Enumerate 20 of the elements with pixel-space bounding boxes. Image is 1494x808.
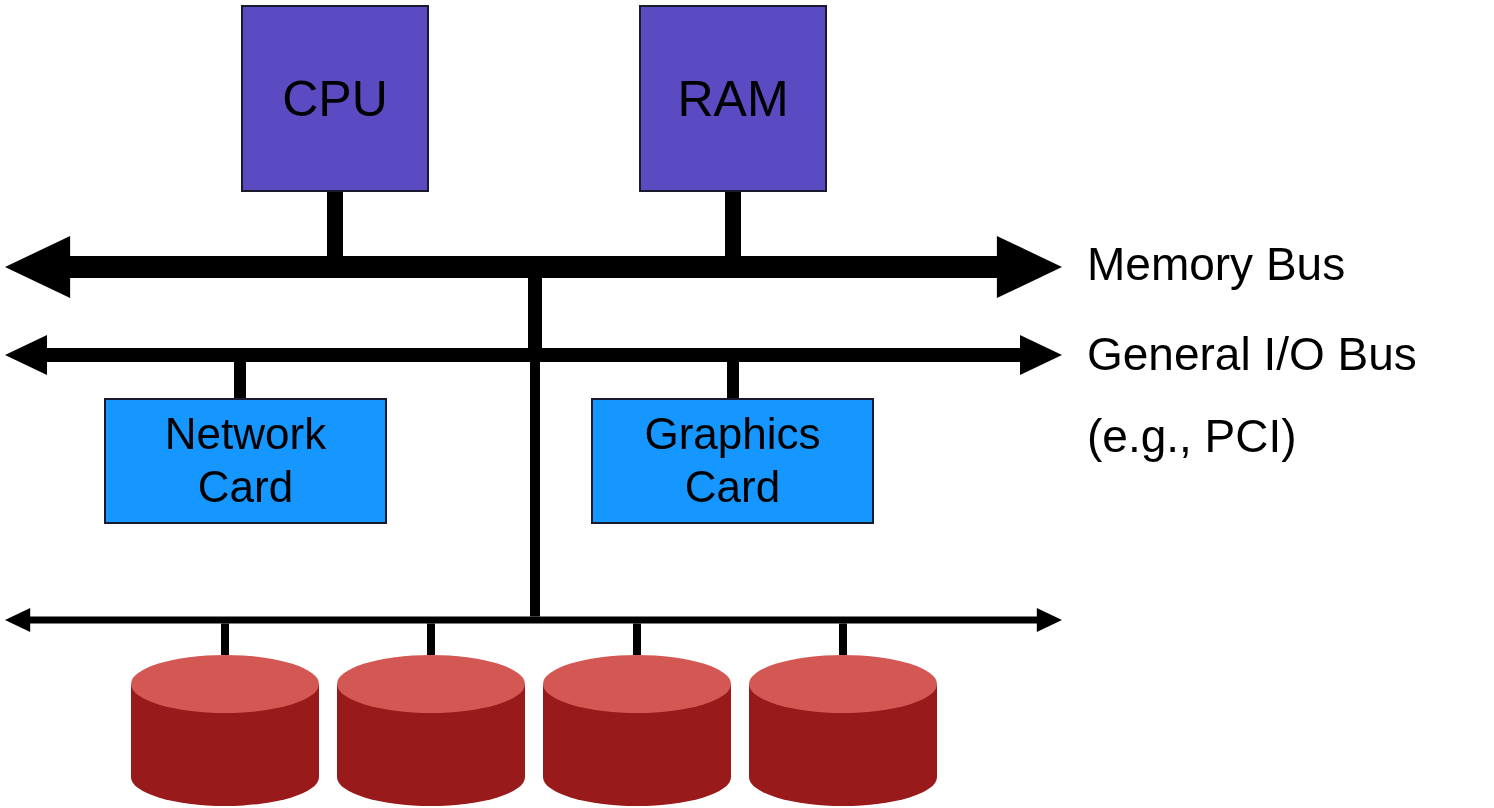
bus-bar [5,236,1062,298]
bus-label: General I/O Bus [1087,327,1417,381]
bus-label: Memory Bus [1087,237,1346,291]
disk-cylinder [337,655,525,806]
connector-line [528,278,542,348]
card-box: Network Card [104,398,387,524]
disk-cylinder [543,655,731,806]
card-box: Graphics Card [591,398,874,524]
connector-line [725,192,741,256]
bus-bar [5,335,1062,375]
bus-label: (e.g., PCI) [1087,409,1297,463]
bus-bar [5,608,1062,632]
connector-line [327,192,343,256]
component-box: RAM [639,5,827,192]
connector-line [727,362,739,398]
component-box: CPU [241,5,429,192]
disk-cylinder [131,655,319,806]
disk-cylinder [749,655,937,806]
connector-line [234,362,246,398]
connector-line [530,362,540,617]
